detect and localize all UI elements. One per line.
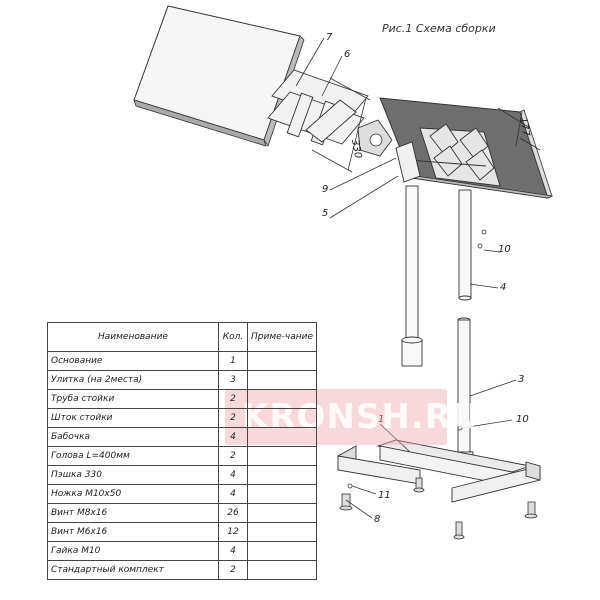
callout-5: 5 xyxy=(322,208,328,219)
callout-4: 4 xyxy=(500,282,506,293)
figure-title: Рис.1 Схема сборки xyxy=(382,22,496,35)
base-feet xyxy=(339,477,538,540)
callout-6: 6 xyxy=(344,49,350,60)
callout-7: 7 xyxy=(326,32,333,43)
row-name: Пэшка 330 xyxy=(47,465,219,485)
row-note xyxy=(246,522,318,542)
row-name: Ножка М10х50 xyxy=(47,484,219,504)
row-note xyxy=(246,351,318,371)
row-name: Шток стойки xyxy=(47,408,219,428)
upper-pole-left xyxy=(401,185,423,367)
row-note xyxy=(246,541,318,561)
row-note xyxy=(246,389,318,409)
row-qty: 12 xyxy=(218,522,248,542)
wall-bracket xyxy=(267,69,369,146)
tv-panel-front xyxy=(133,5,305,147)
lower-pole xyxy=(454,317,474,473)
row-qty: 2 xyxy=(218,560,248,580)
row-name: Винт М6х16 xyxy=(47,522,219,542)
table-row: Улитка (на 2места)3 xyxy=(47,370,318,390)
row-name: Гайка М10 xyxy=(47,541,219,561)
row-qty: 4 xyxy=(218,465,248,485)
row-note xyxy=(246,446,318,466)
row-note xyxy=(246,465,318,485)
row-qty: 26 xyxy=(218,503,248,523)
head-bracket-left xyxy=(395,141,421,183)
row-qty: 3 xyxy=(218,370,248,390)
row-name: Основание xyxy=(47,351,219,371)
row-note xyxy=(246,503,318,523)
callout-10-upper: 10 xyxy=(498,244,511,255)
row-qty: 4 xyxy=(218,541,248,561)
row-note xyxy=(246,427,318,447)
small-screws xyxy=(347,229,487,489)
header-name: Наименование xyxy=(47,322,219,352)
callout-9: 9 xyxy=(322,184,328,195)
parts-table-header: Наименование Кол. Приме-чание xyxy=(47,322,318,352)
row-name: Винт М8х16 xyxy=(47,503,219,523)
row-name: Стандартный комплект xyxy=(47,560,219,580)
row-qty: 2 xyxy=(218,389,248,409)
callout-3: 3 xyxy=(518,374,524,385)
callout-11: 11 xyxy=(378,490,391,501)
header-note: Приме-чание xyxy=(246,322,318,352)
upper-pole-right xyxy=(458,189,472,301)
callout-leaders xyxy=(295,37,517,519)
row-qty: 4 xyxy=(218,484,248,504)
fastener-plate xyxy=(357,119,393,157)
row-qty: 1 xyxy=(218,351,248,371)
dimension-177 xyxy=(497,107,541,151)
row-note xyxy=(246,484,318,504)
base-frame xyxy=(337,439,541,503)
callout-10-lower: 10 xyxy=(516,414,529,425)
row-name: Улитка (на 2места) xyxy=(47,370,219,390)
dim-177-label: 177 xyxy=(517,117,531,138)
row-name: Бабочка xyxy=(47,427,219,447)
row-name: Голова L=400мм xyxy=(47,446,219,466)
row-qty: 2 xyxy=(218,446,248,466)
dimension-330 xyxy=(311,77,371,173)
row-qty: 4 xyxy=(218,427,248,447)
vesa-head-assembly xyxy=(407,123,501,187)
row-qty: 2 xyxy=(218,408,248,428)
row-note xyxy=(246,560,318,580)
row-name: Труба стойки xyxy=(47,389,219,409)
header-qty: Кол. xyxy=(218,322,248,352)
dim-330-label: 330 xyxy=(349,139,363,160)
row-note xyxy=(246,370,318,390)
callout-8: 8 xyxy=(374,514,380,525)
callout-1: 1 xyxy=(378,414,384,425)
row-note xyxy=(246,408,318,428)
